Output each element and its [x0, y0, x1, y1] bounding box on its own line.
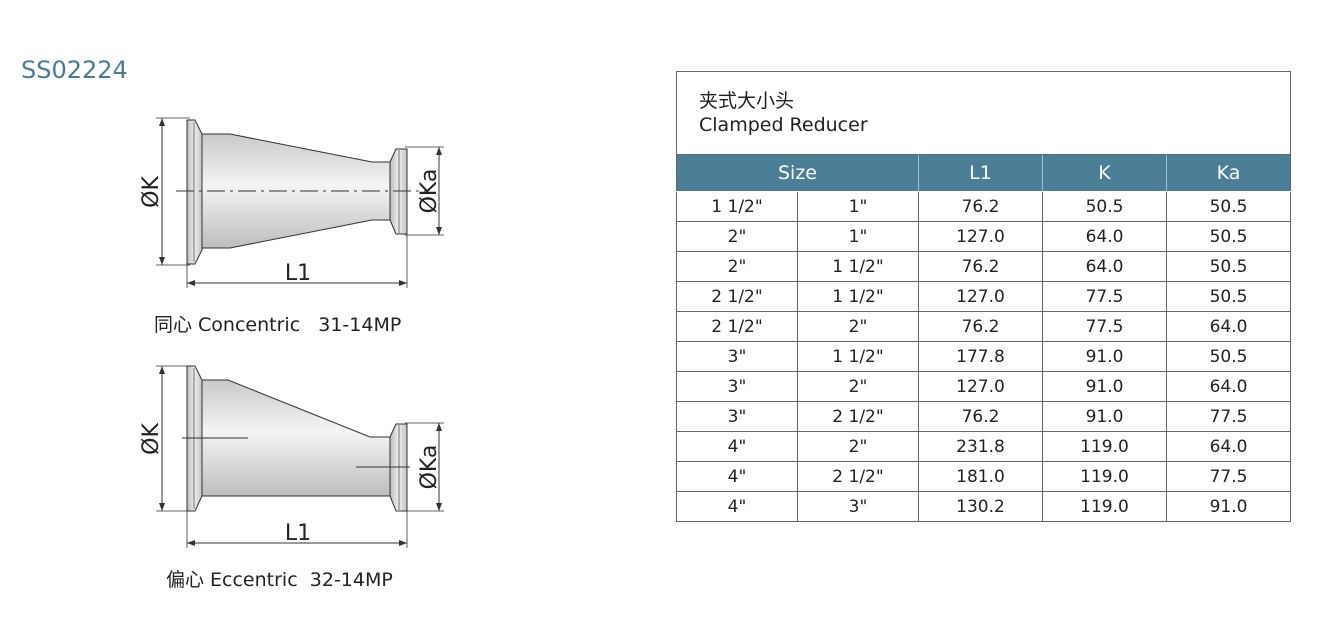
- l1-value: 76.2: [918, 401, 1043, 432]
- eccentric-k-label: ØK: [139, 423, 164, 455]
- size-large: 2 1/2": [676, 281, 798, 312]
- k-value: 64.0: [1042, 251, 1167, 282]
- column-header-l1: L1: [918, 154, 1043, 192]
- size-large: 4": [676, 431, 798, 462]
- size-large: 3": [676, 401, 798, 432]
- l1-value: 76.2: [918, 251, 1043, 282]
- concentric-drawing: ØK ØKa L1: [139, 117, 444, 288]
- l1-value: 127.0: [918, 221, 1043, 252]
- l1-value: 127.0: [918, 281, 1043, 312]
- ka-value: 64.0: [1166, 371, 1291, 402]
- column-header-k: K: [1042, 154, 1167, 192]
- k-value: 119.0: [1042, 431, 1167, 462]
- ka-value: 77.5: [1166, 401, 1291, 432]
- table-title-cn: 夹式大小头: [699, 90, 795, 112]
- eccentric-l1-label: L1: [285, 521, 311, 546]
- size-small: 2 1/2": [797, 461, 919, 492]
- size-large: 3": [676, 371, 798, 402]
- l1-value: 181.0: [918, 461, 1043, 492]
- size-large: 2": [676, 221, 798, 252]
- eccentric-ka-label: ØKa: [417, 445, 442, 490]
- concentric-l1-label: L1: [285, 261, 311, 286]
- size-small: 3": [797, 491, 919, 522]
- size-small: 2 1/2": [797, 401, 919, 432]
- size-small: 1": [797, 191, 919, 222]
- k-value: 77.5: [1042, 281, 1167, 312]
- l1-value: 127.0: [918, 371, 1043, 402]
- k-value: 119.0: [1042, 461, 1167, 492]
- k-value: 119.0: [1042, 491, 1167, 522]
- eccentric-caption: 偏心 Eccentric 32-14MP: [166, 569, 393, 591]
- table-header-row: Size L1 K Ka: [676, 154, 1291, 192]
- l1-value: 177.8: [918, 341, 1043, 372]
- l1-value: 76.2: [918, 311, 1043, 342]
- concentric-caption: 同心 Concentric 31-14MP: [154, 314, 402, 336]
- ka-value: 50.5: [1166, 251, 1291, 282]
- size-large: 4": [676, 461, 798, 492]
- ka-value: 50.5: [1166, 221, 1291, 252]
- table-title-en: Clamped Reducer: [699, 114, 868, 136]
- l1-value: 130.2: [918, 491, 1043, 522]
- product-code: SS02224: [21, 56, 128, 84]
- table-title-cell: 夹式大小头 Clamped Reducer: [676, 71, 1291, 155]
- concentric-ka-label: ØKa: [417, 169, 442, 214]
- size-large: 1 1/2": [676, 191, 798, 222]
- ka-value: 77.5: [1166, 461, 1291, 492]
- ka-value: 64.0: [1166, 311, 1291, 342]
- ka-value: 50.5: [1166, 341, 1291, 372]
- l1-value: 231.8: [918, 431, 1043, 462]
- k-value: 64.0: [1042, 221, 1167, 252]
- k-value: 91.0: [1042, 341, 1167, 372]
- reducer-drawings: ØK ØKa L1 ØK ØKa L1: [139, 117, 444, 548]
- ka-value: 91.0: [1166, 491, 1291, 522]
- size-large: 4": [676, 491, 798, 522]
- size-large: 2 1/2": [676, 311, 798, 342]
- k-value: 91.0: [1042, 371, 1167, 402]
- column-header-size: Size: [676, 154, 919, 192]
- spec-table: 夹式大小头 Clamped Reducer Size L1 K Ka 1 1/2…: [676, 71, 1291, 522]
- k-value: 77.5: [1042, 311, 1167, 342]
- size-small: 2": [797, 371, 919, 402]
- size-large: 2": [676, 251, 798, 282]
- size-small: 1 1/2": [797, 251, 919, 282]
- ka-value: 50.5: [1166, 281, 1291, 312]
- size-small: 1": [797, 221, 919, 252]
- size-small: 1 1/2": [797, 341, 919, 372]
- size-large: 3": [676, 341, 798, 372]
- k-value: 50.5: [1042, 191, 1167, 222]
- ka-value: 64.0: [1166, 431, 1291, 462]
- size-small: 1 1/2": [797, 281, 919, 312]
- column-header-ka: Ka: [1166, 154, 1291, 192]
- eccentric-drawing: ØK ØKa L1: [139, 365, 444, 548]
- size-small: 2": [797, 311, 919, 342]
- size-small: 2": [797, 431, 919, 462]
- k-value: 91.0: [1042, 401, 1167, 432]
- l1-value: 76.2: [918, 191, 1043, 222]
- concentric-k-label: ØK: [139, 176, 164, 208]
- ka-value: 50.5: [1166, 191, 1291, 222]
